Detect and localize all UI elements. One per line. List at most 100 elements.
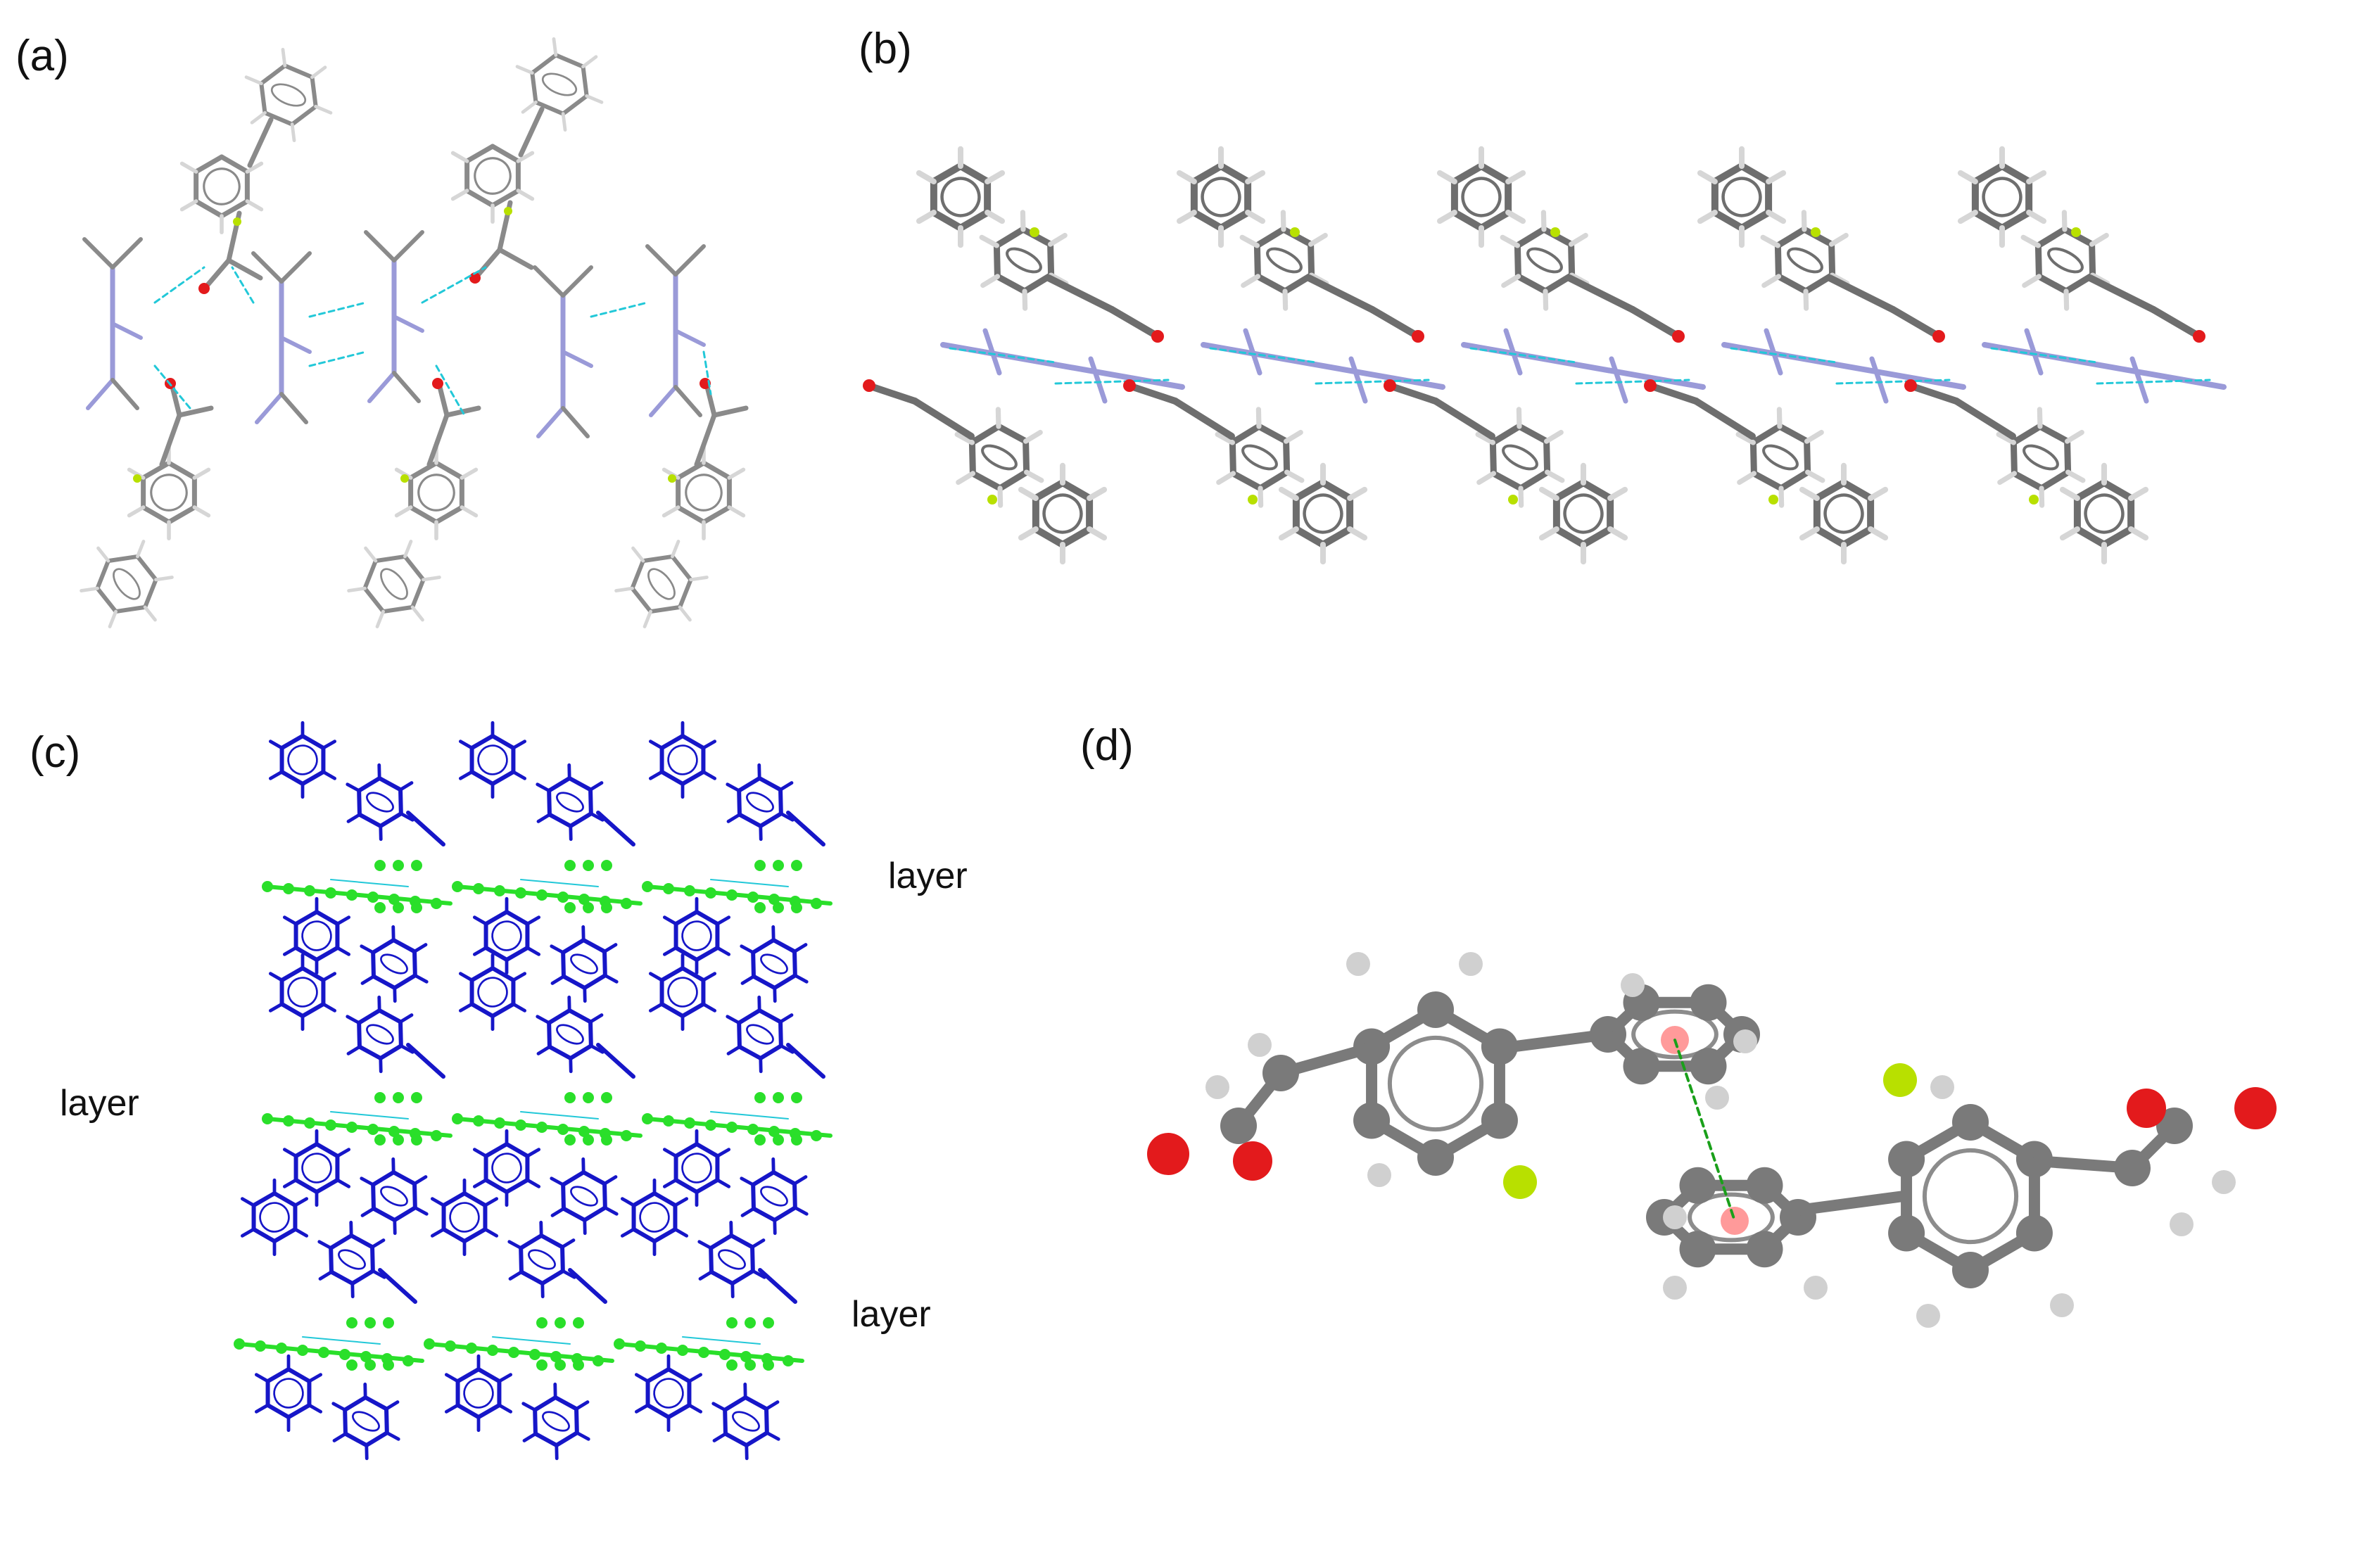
hydrogen-bond: [1990, 347, 2099, 364]
ch-bond: [1778, 486, 1785, 508]
hydrogen-bond: [153, 266, 205, 304]
fluorine-atom: [668, 474, 676, 483]
bond: [279, 336, 312, 354]
ring-bond: [2034, 226, 2068, 249]
hydrogen-bond: [421, 266, 487, 304]
ring-bond: [95, 559, 110, 591]
ring-bond: [2089, 241, 2096, 279]
bond: [561, 350, 593, 368]
ring-bond: [778, 787, 783, 816]
ring-bond: [410, 577, 426, 609]
ch-bond: [314, 104, 333, 115]
ch-bond: [458, 770, 474, 780]
ring-bond: [476, 1403, 502, 1419]
panel-c-layer-packing: [234, 721, 833, 1461]
fluorine-atom: [1508, 495, 1518, 505]
ch-bond: [458, 972, 474, 982]
ring-bond: [2101, 526, 2135, 548]
bond: [1650, 383, 1699, 405]
ch-bond: [561, 112, 567, 132]
ch-bond: [1735, 431, 1756, 445]
ring-bond: [441, 1227, 467, 1243]
ring-bond: [377, 776, 403, 792]
ch-bond: [498, 1403, 513, 1414]
hydrogen-atom: [1804, 1276, 1828, 1300]
ring-bond: [398, 1020, 403, 1048]
ring-bond: [764, 1407, 769, 1435]
bond: [568, 1268, 607, 1304]
ring-bond: [483, 946, 509, 962]
aromatic-ring: [718, 1249, 746, 1270]
ring-bond: [630, 559, 645, 591]
ring-bond: [143, 577, 158, 609]
ring-bond: [723, 1395, 748, 1412]
bond: [247, 117, 274, 168]
ring-bond: [300, 734, 326, 750]
ring-bond: [259, 63, 287, 86]
ring-bond: [743, 1395, 769, 1411]
ring-bond: [561, 938, 586, 955]
ch-bond: [192, 505, 211, 518]
ch-bond: [581, 55, 598, 69]
aromatic-ring: [570, 1186, 598, 1207]
cation-atom: [393, 860, 404, 871]
ch-bond: [1607, 486, 1628, 501]
aromatic-ring: [639, 1202, 670, 1233]
cation-atom: [763, 1359, 774, 1371]
bond: [159, 412, 182, 467]
ch-bond: [1476, 471, 1497, 486]
bond: [982, 328, 1002, 376]
ring-bond: [751, 974, 777, 990]
ring-bond: [995, 423, 1030, 445]
bond: [596, 1043, 635, 1079]
aromatic-ring: [150, 474, 188, 512]
ch-bond: [689, 576, 709, 582]
ring-bond: [695, 1178, 720, 1194]
ring-bond: [505, 1142, 530, 1158]
aromatic-ring: [449, 1202, 480, 1233]
ch-bond: [1347, 486, 1368, 501]
hydrogen-atom: [1916, 1304, 1940, 1328]
bond: [170, 384, 182, 418]
ch-bond: [985, 210, 1006, 224]
ring-bond: [194, 198, 224, 219]
ch-bond: [1087, 526, 1108, 541]
ch-bond: [1766, 210, 1787, 224]
aromatic-ring: [1823, 493, 1864, 534]
ring-bond: [666, 1403, 692, 1419]
ring-bond: [737, 788, 742, 817]
aromatic-ring: [653, 1378, 684, 1409]
ring-bond: [659, 734, 685, 750]
hydrogen-atom: [1248, 1033, 1272, 1057]
cation-atom: [754, 902, 766, 913]
aromatic-ring: [417, 474, 455, 512]
ch-bond: [458, 1002, 474, 1013]
ch-bond: [192, 467, 211, 480]
ring-bond: [2010, 423, 2044, 446]
ch-bond: [1799, 526, 1820, 541]
ch-bond: [346, 782, 361, 793]
cation-atom: [393, 902, 404, 913]
hydrogen-bond: [492, 1336, 571, 1345]
ring-bond: [476, 1367, 502, 1383]
ring-bond: [1775, 273, 1809, 295]
ch-bond: [1957, 210, 1978, 224]
aromatic-ring: [681, 920, 712, 951]
cation-atom: [393, 1134, 404, 1146]
ring-bond: [357, 1008, 382, 1025]
oxygen-atom: [1384, 379, 1396, 392]
ring-bond: [957, 163, 992, 185]
bond: [1305, 274, 1376, 313]
ring-bond: [695, 946, 720, 962]
ch-bond: [516, 189, 535, 201]
ch-bond: [673, 1197, 689, 1207]
ring-bond: [729, 1233, 755, 1250]
ring-bond: [631, 1227, 657, 1243]
ch-bond: [634, 1403, 650, 1414]
cation-atom: [564, 902, 576, 913]
carbon-atom: [1481, 1102, 1518, 1139]
cation-atom: [583, 1092, 594, 1103]
bond: [645, 1117, 833, 1138]
bond: [649, 385, 678, 417]
ch-bond: [399, 1043, 414, 1054]
